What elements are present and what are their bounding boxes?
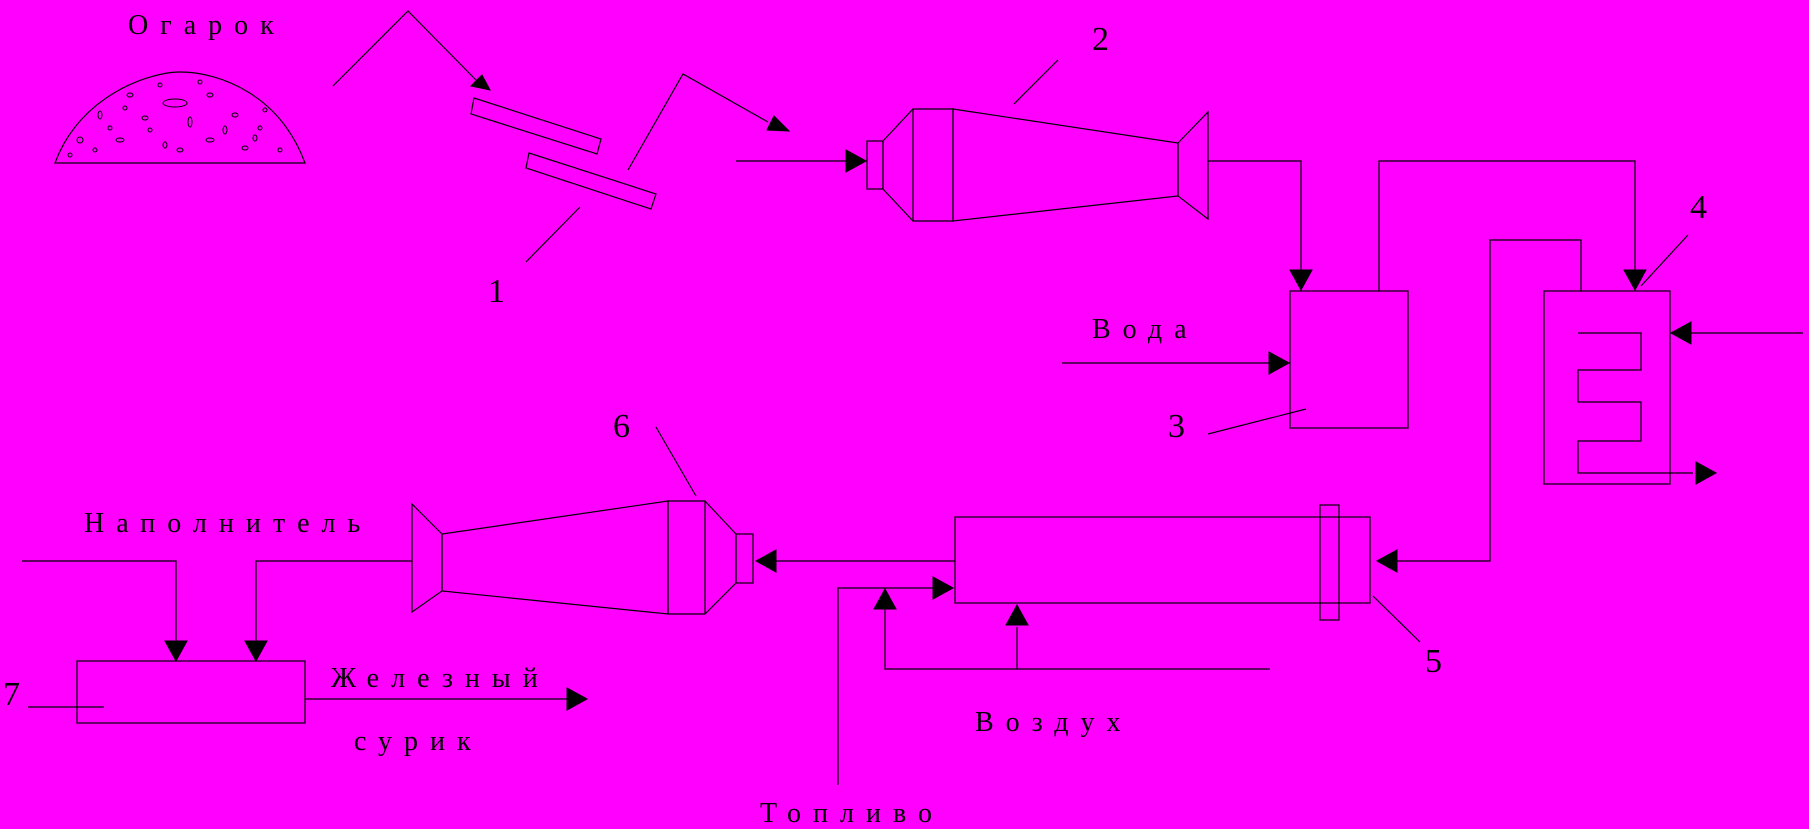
number-6: 6 [613,408,630,445]
flow-3-to-4 [1378,160,1647,292]
unit-5-box [954,516,1371,604]
leader-6 [655,426,697,497]
unit-4-coil [1577,332,1693,474]
water-inlet-arrow [1062,351,1291,375]
number-2: 2 [1092,21,1109,58]
unit-2-drum [736,108,1209,222]
cinder-pile-texture [67,79,283,158]
air-inlet-arrows [873,587,1270,670]
product-outlet-arrow [305,687,589,711]
feed-arrow-to-mill [627,73,791,171]
cinder-pile [54,71,306,164]
unit-5-band [1319,504,1340,621]
feed-arrow-into-plates [332,10,491,91]
cinder-label: Огарок [128,10,286,41]
unit-7-box [76,660,306,724]
fuel-label: Топливо [760,798,944,829]
water-label: Вода [1092,314,1199,345]
unit-4-box [1543,290,1671,485]
leader-1 [525,206,581,263]
number-5: 5 [1425,643,1442,680]
unit-6-drum [411,500,955,615]
fuel-inlet-arrow [837,576,955,785]
filler-inlet-arrow [22,560,188,663]
number-3: 3 [1168,408,1185,445]
coolant-inlet-arrow [1669,321,1803,345]
unit-4-coil-outlet-arrowhead [1695,461,1718,485]
leader-3 [1207,408,1307,435]
feeder-plates [470,97,657,210]
flow-4-to-5 [1375,239,1582,573]
product-label-line2: сурик [354,726,483,757]
leader-2 [1013,59,1059,105]
filler-label: Наполнитель [84,508,372,539]
number-4: 4 [1690,189,1707,226]
leader-5 [1372,595,1421,643]
air-label: Воздух [975,707,1132,738]
product-label-line1: Железный [331,663,550,694]
flow-6-to-7 [244,560,412,663]
number-7: 7 [3,676,20,713]
unit-3-box [1289,290,1409,429]
flow-2-to-3 [1208,160,1313,292]
number-1: 1 [488,273,505,310]
leader-4 [1640,234,1689,287]
